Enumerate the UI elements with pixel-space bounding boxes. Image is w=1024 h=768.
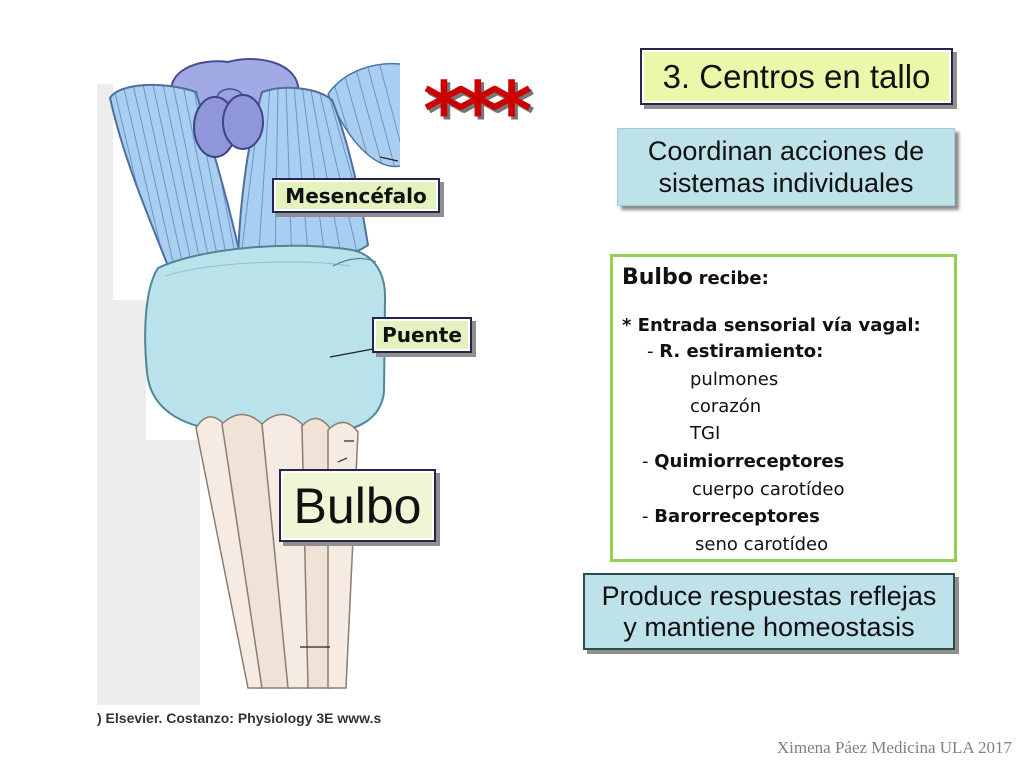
organ-item: pulmones bbox=[690, 369, 779, 390]
peduncle-right bbox=[236, 86, 370, 263]
brainstem-illustration bbox=[97, 58, 400, 705]
footer-credit: Ximena Páez Medicina ULA 2017 bbox=[776, 738, 1012, 757]
figure-background bbox=[97, 84, 200, 705]
medulla bbox=[195, 413, 359, 689]
barorreceptores-site: seno carotídeo bbox=[695, 534, 829, 555]
quimiorreceptores-line: - Quimiorreceptores bbox=[642, 449, 844, 475]
coordinan-line: Coordinan acciones de bbox=[647, 136, 925, 166]
pons-fiber-line bbox=[164, 261, 351, 277]
recibe-heading: Bulbo recibe: bbox=[622, 264, 769, 292]
label-mesencefalo: Mesencéfalo bbox=[272, 178, 440, 213]
list-dash: - bbox=[642, 451, 649, 472]
quimiorreceptores-label: Quimiorreceptores bbox=[654, 451, 845, 472]
bulbo-recibe-box: Bulbo recibe: * Entrada sensorial vía va… bbox=[610, 254, 957, 562]
entrada-sensorial: * Entrada sensorial vía vagal: bbox=[622, 315, 921, 336]
label-puente: Puente bbox=[372, 317, 472, 353]
produce-box: Produce respuestas reflejas y mantiene h… bbox=[583, 573, 955, 650]
peduncle-striations bbox=[239, 87, 368, 262]
recibe-heading-bulbo: Bulbo bbox=[622, 265, 693, 290]
coordinan-box: Coordinan acciones de sistemas individua… bbox=[617, 128, 955, 206]
quimiorreceptores-site: cuerpo carotídeo bbox=[692, 479, 845, 500]
pons-contour-line bbox=[332, 257, 377, 267]
emphasis-stars: *** bbox=[423, 65, 532, 158]
figure-caption: ) Elsevier. Costanzo: Physiology 3E www.… bbox=[97, 710, 382, 726]
list-dash: - bbox=[642, 506, 649, 527]
estiramiento-line: - R. estiramiento: bbox=[647, 339, 823, 365]
produce-line: y mantiene homeostasis bbox=[623, 611, 915, 642]
peduncle-striations bbox=[329, 63, 400, 167]
medulla-column bbox=[327, 421, 359, 689]
coordinan-line: sistemas individuales bbox=[658, 168, 914, 198]
list-dash: - bbox=[647, 341, 654, 362]
barorreceptores-label: Barorreceptores bbox=[654, 506, 820, 527]
colliculus-right bbox=[222, 94, 264, 150]
estiramiento-label: R. estiramiento: bbox=[659, 341, 824, 362]
leader-lines bbox=[300, 156, 399, 648]
recibe-heading-rest: recibe: bbox=[698, 268, 769, 289]
barorreceptores-line: - Barorreceptores bbox=[642, 504, 820, 530]
label-bulbo: Bulbo bbox=[279, 469, 436, 542]
pons bbox=[144, 244, 387, 435]
produce-line: Produce respuestas reflejas bbox=[601, 580, 937, 611]
organ-item: corazón bbox=[690, 396, 762, 417]
peduncle-far-right bbox=[327, 62, 400, 168]
organ-item: TGI bbox=[690, 423, 721, 444]
slide-title: 3. Centros en tallo bbox=[640, 48, 953, 105]
